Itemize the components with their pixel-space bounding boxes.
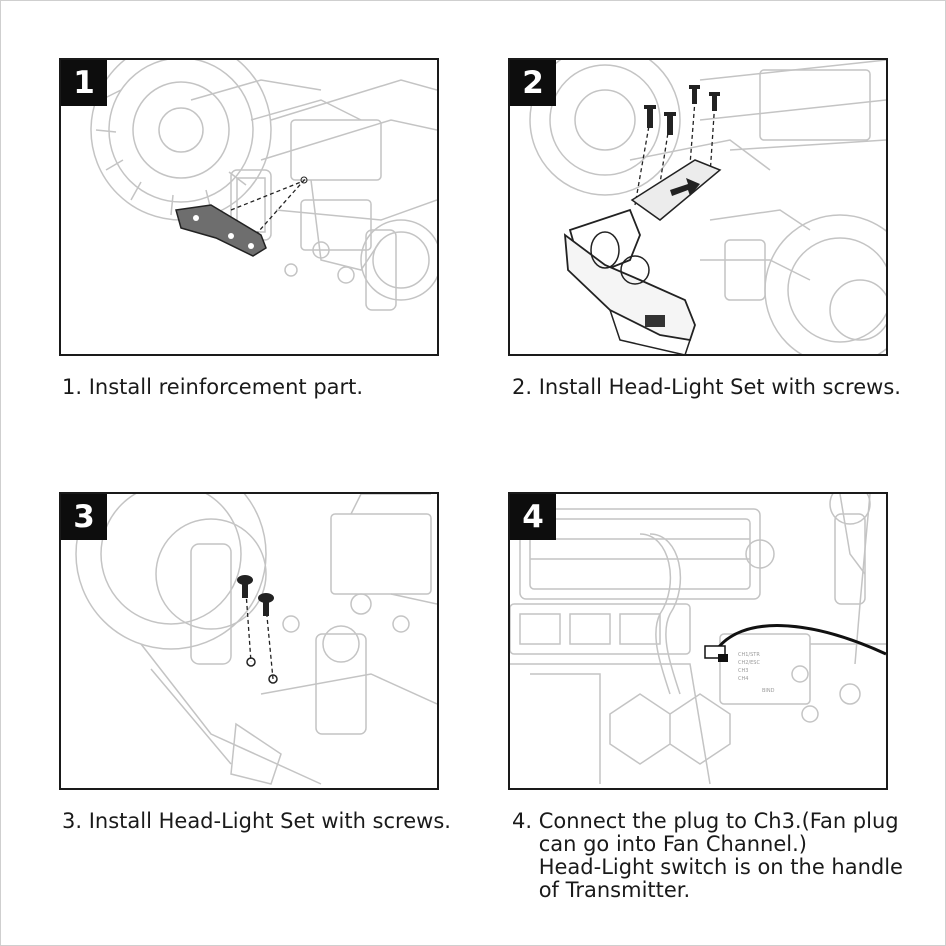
step-2-caption: 2. Install Head-Light Set with screws. bbox=[512, 375, 901, 399]
step-4-illustration: CH1/STR CH2/ESC CH3 CH4 BIND bbox=[510, 494, 886, 785]
step-1-caption: 1. Install reinforcement part. bbox=[62, 375, 364, 399]
receiver-label-ch4: CH4 bbox=[738, 676, 748, 682]
step-1-illustration bbox=[90, 60, 437, 311]
step-4-caption-line-1: 4. Connect the plug to Ch3.(Fan plug bbox=[512, 809, 899, 833]
receiver-label-bind: BIND bbox=[762, 688, 775, 694]
step-2-illustration bbox=[529, 60, 886, 354]
receiver-label-ch1: CH1/STR bbox=[738, 652, 760, 658]
step-2-panel: 2 bbox=[508, 58, 888, 356]
step-1-panel: 1 bbox=[59, 58, 439, 356]
step-3-panel: 3 bbox=[59, 492, 439, 790]
receiver-label-ch3: CH3 bbox=[738, 668, 748, 674]
step-1-number: 1 bbox=[61, 60, 107, 106]
step-4-number: 4 bbox=[510, 494, 556, 540]
step-4-caption-line-4: of Transmitter. bbox=[512, 878, 691, 902]
step-2-number: 2 bbox=[510, 60, 556, 106]
step-3-number: 3 bbox=[61, 494, 107, 540]
step-3-caption: 3. Install Head-Light Set with screws. bbox=[62, 809, 451, 833]
step-4-caption-line-3: Head-Light switch is on the handle bbox=[512, 855, 903, 879]
step-4-caption: 4. Connect the plug to Ch3.(Fan plug can… bbox=[512, 810, 903, 902]
step-4-caption-line-2: can go into Fan Channel.) bbox=[512, 832, 807, 856]
step-4-panel: CH1/STR CH2/ESC CH3 CH4 BIND 4 bbox=[508, 492, 888, 790]
receiver-label-ch2: CH2/ESC bbox=[738, 660, 760, 666]
step-3-illustration bbox=[75, 494, 437, 785]
